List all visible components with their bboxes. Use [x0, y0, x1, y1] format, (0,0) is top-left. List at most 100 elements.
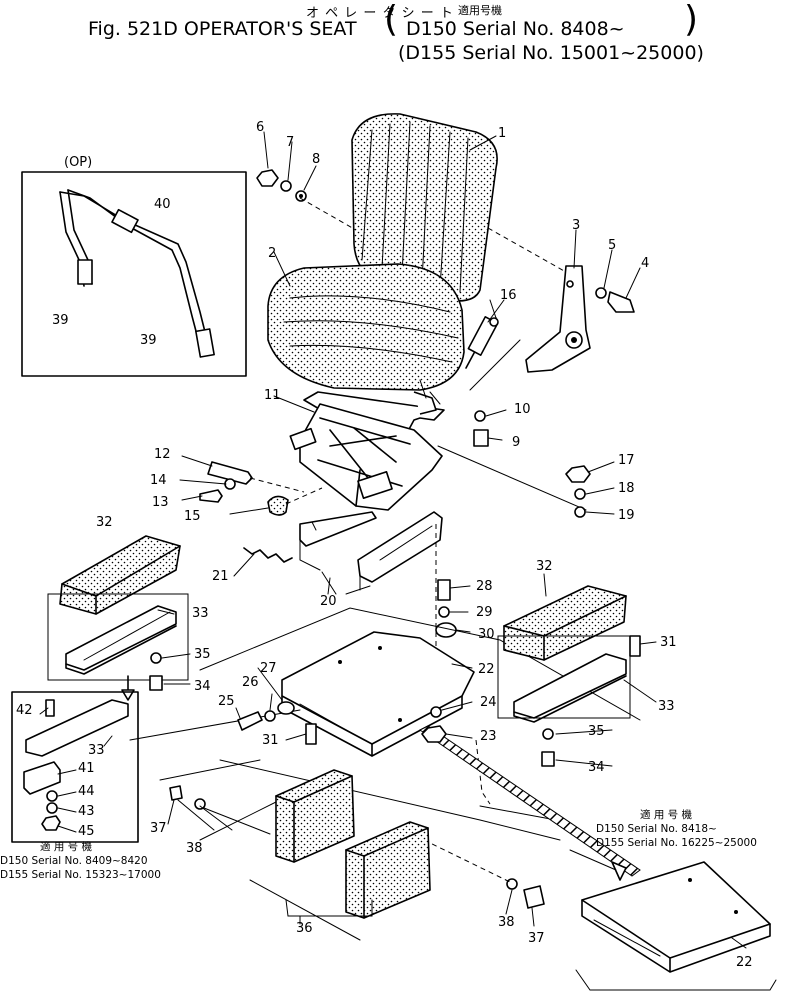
part-label-13: 13 — [152, 495, 169, 510]
washer-18 — [574, 488, 586, 500]
center-fasteners — [435, 524, 457, 690]
serial-range-d150: D150 Serial No. 8408~ — [406, 18, 625, 40]
part-label-22: 22 — [478, 662, 495, 677]
bolt-31-left — [305, 723, 317, 745]
part-label-31-right: 31 — [660, 635, 677, 650]
part-label-8: 8 — [312, 152, 320, 167]
bracket-close: ) — [684, 0, 699, 40]
part-label-18: 18 — [618, 481, 635, 496]
washer-7 — [280, 180, 292, 192]
bolt-37-left — [169, 785, 183, 801]
seat-belt-buckle — [111, 208, 139, 234]
washer-27 — [277, 701, 295, 715]
bolt-34-right — [541, 751, 555, 767]
bolt-28 — [437, 579, 451, 601]
part-label-33-left: 33 — [192, 606, 209, 621]
part-label-33-detail: 33 — [88, 743, 105, 758]
part-label-45: 45 — [78, 824, 95, 839]
reference-arrow — [611, 861, 627, 881]
bolt-13 — [199, 489, 223, 503]
part-label-35-left: 35 — [194, 647, 211, 662]
detail-variant-box — [11, 691, 139, 843]
part-label-14: 14 — [150, 473, 167, 488]
seat-side-bracket — [525, 265, 591, 373]
part-label-31-left: 31 — [262, 733, 279, 748]
applicable-serial-heading: 適用号機 — [458, 4, 502, 17]
note-right-line1: D150 Serial No. 8418~ — [596, 823, 717, 835]
washer-38-left — [194, 798, 206, 810]
part-label-16: 16 — [500, 288, 517, 303]
nut-17 — [565, 465, 591, 483]
part-label-29: 29 — [476, 605, 493, 620]
right-armrest — [497, 585, 631, 723]
spare-base-plate — [569, 849, 777, 991]
washer-19 — [574, 506, 586, 518]
part-label-30: 30 — [478, 627, 495, 642]
part-label-15: 15 — [184, 509, 201, 524]
part-label-34-left: 34 — [194, 679, 211, 694]
part-label-10: 10 — [514, 402, 531, 417]
rail-fasteners — [473, 410, 591, 518]
washer-29 — [438, 606, 450, 618]
part-label-32-right: 32 — [536, 559, 553, 574]
spring-21 — [243, 547, 293, 563]
washer-24 — [430, 706, 442, 718]
part-label-39-left: 39 — [52, 313, 69, 328]
part-label-24: 24 — [480, 695, 497, 710]
japanese-title: オ ペ レ ー タ シ ー ト — [306, 6, 454, 21]
part-label-25: 25 — [218, 694, 235, 709]
part-label-4: 4 — [641, 256, 649, 271]
part-label-43: 43 — [78, 804, 95, 819]
misc-fasteners — [149, 635, 641, 909]
seat-back-fasteners — [256, 169, 635, 391]
seat-pads — [275, 769, 431, 919]
part-label-40: 40 — [154, 197, 171, 212]
nut-23 — [421, 725, 447, 743]
note-left-heading: 適 用 号 機 — [40, 840, 93, 853]
nut-6 — [256, 169, 279, 187]
part-label-22-spare: 22 — [736, 955, 753, 970]
part-label-32-left: 32 — [96, 515, 113, 530]
gas-spring — [465, 299, 499, 369]
bracket-open: ( — [384, 0, 399, 40]
part-label-36: 36 — [296, 921, 313, 936]
part-label-33-right: 33 — [658, 699, 675, 714]
figure-title: Fig. 521D OPERATOR'S SEAT — [88, 18, 357, 40]
part-label-41: 41 — [78, 761, 95, 776]
part-label-26: 26 — [242, 675, 259, 690]
part-label-17: 17 — [618, 453, 635, 468]
applicability-note-left: 適 用 号 機 D150 Serial No. 8409~8420 D155 S… — [0, 840, 161, 881]
lever-pin-12 — [207, 461, 253, 485]
part-label-34-right: 34 — [588, 760, 605, 775]
washer-35-left — [150, 652, 162, 664]
part-label-27: 27 — [260, 661, 277, 676]
bolt-9 — [473, 429, 489, 447]
part-label-28: 28 — [476, 579, 493, 594]
bolt-31-right — [629, 635, 641, 657]
part-label-35-right: 35 — [588, 724, 605, 739]
adjust-lever-parts — [199, 461, 323, 516]
left-armrest-callout-box — [47, 593, 189, 681]
option-box-frame — [21, 171, 247, 377]
seat-belt-anchor-right — [195, 328, 215, 358]
part-label-3: 3 — [572, 218, 580, 233]
washer-26 — [264, 710, 276, 722]
nut-45 — [41, 815, 61, 831]
seat-suspension — [289, 379, 587, 511]
part-label-2: 2 — [268, 246, 276, 261]
left-armrest — [47, 535, 189, 701]
bracket-41 — [23, 761, 61, 795]
washer-5 — [595, 287, 607, 299]
part-label-9: 9 — [512, 435, 520, 450]
note-right-heading: 適 用 号 機 — [640, 808, 693, 821]
washer-35-right — [542, 728, 554, 740]
knob-15 — [267, 495, 289, 516]
screw-42 — [45, 699, 55, 717]
right-armrest-callout-box — [497, 635, 631, 719]
bolt-25 — [237, 711, 263, 731]
washer-44 — [46, 790, 58, 802]
serial-range-d155: (D155 Serial No. 15001~25000) — [398, 42, 704, 64]
part-label-5: 5 — [608, 238, 616, 253]
